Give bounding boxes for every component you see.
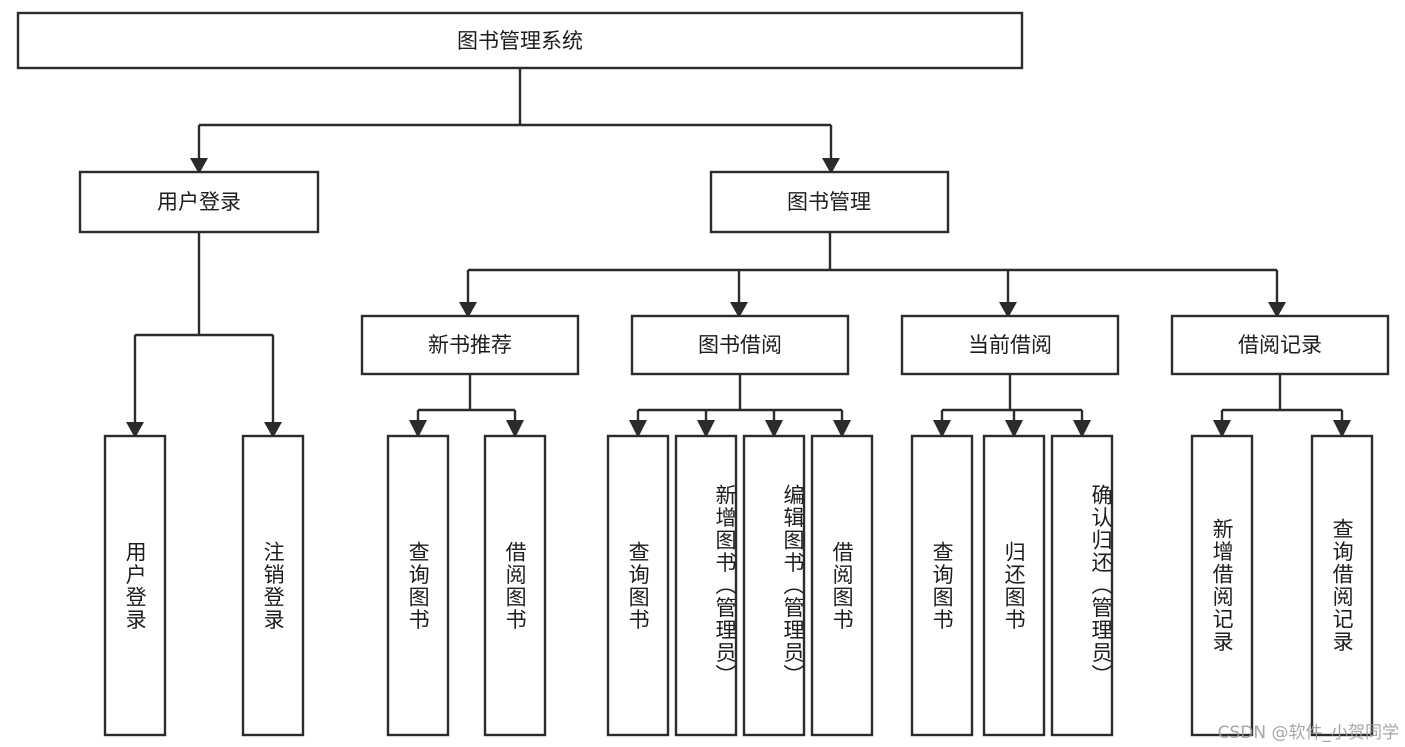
node-current-borrow[interactable]: 当前借阅 [900, 314, 1120, 376]
node-current-borrow-box [900, 314, 1120, 376]
node-root[interactable]: 图书管理系统 [16, 11, 1024, 70]
node-book-borrow-label: 图书借阅 [698, 333, 782, 357]
connector-login-to-leaves [126, 232, 282, 438]
node-new-book-recommend-box [360, 314, 580, 376]
leaf-boxes-group [103, 434, 1374, 737]
node-user-login-label: 用户登录 [157, 190, 241, 214]
node-new-book-recommend-label: 新书推荐 [428, 333, 512, 357]
leaf-box-confirm-return-admin[interactable] [1050, 434, 1114, 737]
arrow-head-icon [126, 422, 144, 438]
connector-root-to-level2 [190, 68, 840, 174]
arrow-head-icon [264, 422, 282, 438]
node-root-label: 图书管理系统 [457, 29, 583, 53]
arrow-head-icon [999, 302, 1017, 318]
node-user-login[interactable]: 用户登录 [78, 170, 320, 234]
arrow-head-icon [506, 420, 524, 438]
leaf-box-query-book-borrow[interactable] [606, 434, 670, 737]
leaf-box-query-book-recommend[interactable] [386, 434, 450, 737]
node-user-login-box [78, 170, 320, 234]
node-root-box [16, 11, 1024, 70]
leaf-box-borrow-book[interactable] [810, 434, 874, 737]
arrow-head-icon [1213, 420, 1231, 438]
node-current-borrow-label: 当前借阅 [968, 333, 1052, 357]
node-borrow-records[interactable]: 借阅记录 [1170, 314, 1390, 376]
arrow-head-icon [190, 158, 208, 174]
node-new-book-recommend[interactable]: 新书推荐 [360, 314, 580, 376]
leaf-box-add-book-admin[interactable] [674, 434, 738, 737]
arrow-head-icon [459, 302, 477, 318]
node-book-management-box [709, 170, 950, 234]
leaf-box-edit-book-admin[interactable] [742, 434, 806, 737]
arrow-head-icon [629, 420, 647, 438]
arrow-head-icon [765, 420, 783, 438]
leaf-box-return-book[interactable] [982, 434, 1046, 737]
leaf-box-borrow-book-recommend[interactable] [483, 434, 547, 737]
csdn-watermark: CSDN @软件_小贺同学 [1217, 723, 1399, 743]
leaf-box-query-borrow-record[interactable] [1310, 434, 1374, 737]
connector-current-to-leaves [933, 374, 1091, 438]
connector-records-to-leaves [1213, 374, 1351, 438]
connector-borrow-to-leaves [629, 374, 851, 438]
arrow-head-icon [1005, 420, 1023, 438]
connector-newbooks-to-leaves [409, 374, 524, 438]
arrow-head-icon [1073, 420, 1091, 438]
leaf-box-query-book-current[interactable] [910, 434, 974, 737]
arrow-head-icon [409, 420, 427, 438]
arrow-head-icon [933, 420, 951, 438]
node-book-borrow[interactable]: 图书借阅 [630, 314, 850, 376]
arrow-head-icon [833, 420, 851, 438]
node-borrow-records-label: 借阅记录 [1238, 333, 1322, 357]
node-book-borrow-box [630, 314, 850, 376]
connector-books-to-level3 [459, 232, 1286, 318]
leaf-box-user-login[interactable] [103, 434, 167, 737]
arrow-head-icon [697, 420, 715, 438]
node-borrow-records-box [1170, 314, 1390, 376]
arrow-head-icon [1333, 420, 1351, 438]
arrow-head-icon [822, 158, 840, 174]
node-book-management-label: 图书管理 [787, 190, 871, 214]
leaf-box-logout[interactable] [241, 434, 305, 737]
node-book-management[interactable]: 图书管理 [709, 170, 950, 234]
arrow-head-icon [730, 302, 748, 318]
leaf-box-add-borrow-record[interactable] [1190, 434, 1254, 737]
arrow-head-icon [1268, 302, 1286, 318]
